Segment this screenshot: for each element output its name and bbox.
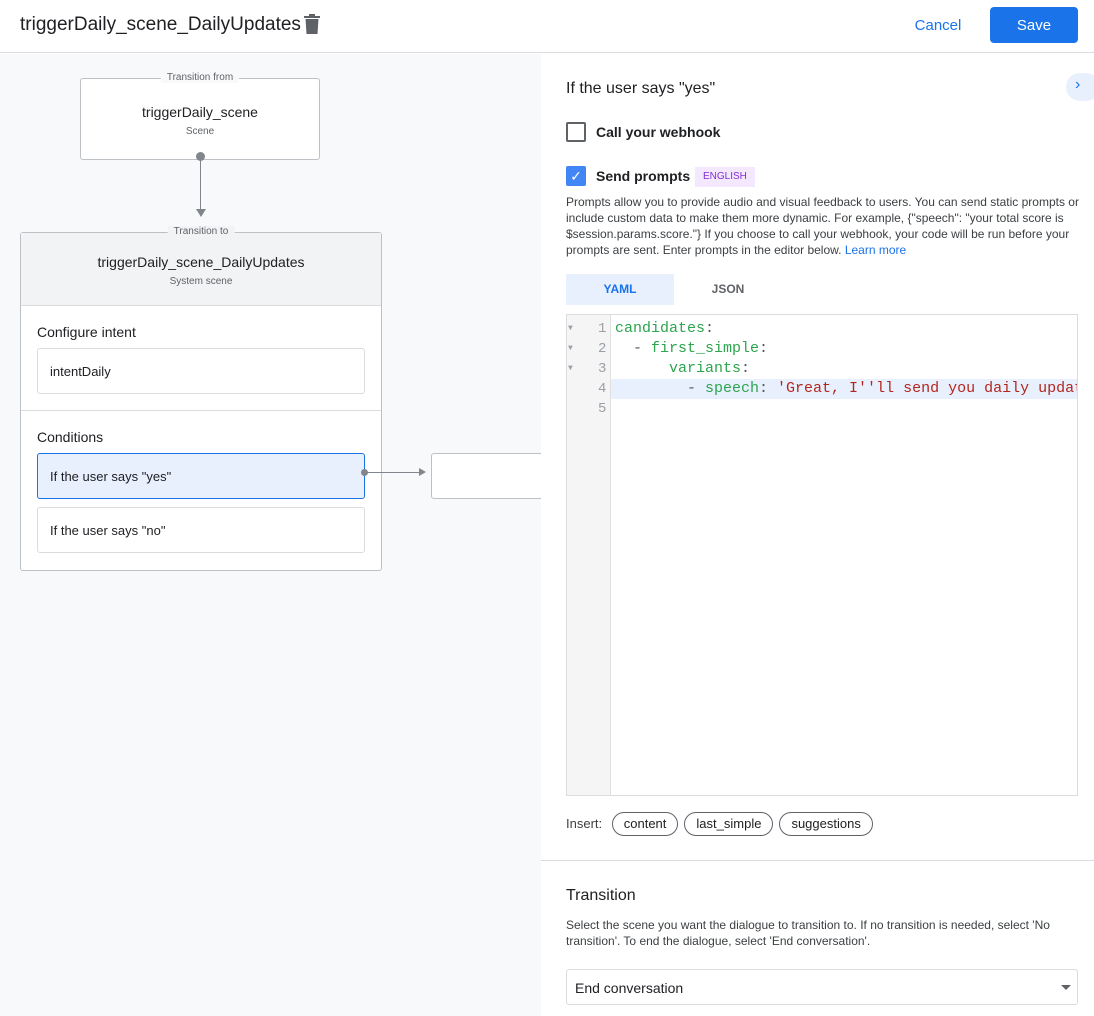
fold-icon[interactable]: ▼: [568, 324, 573, 333]
prompts-checkbox[interactable]: ✓: [566, 166, 586, 186]
transition-to-label: Transition to: [167, 226, 235, 237]
prompts-label: Send prompts: [596, 168, 691, 184]
line-gutter: [567, 315, 611, 795]
panel-heading: If the user says "yes": [566, 80, 716, 97]
dropdown-arrow-icon: [1061, 985, 1071, 990]
transition-from-node[interactable]: Transition from triggerDaily_scene Scene: [80, 72, 320, 160]
active-line-highlight: [611, 379, 1077, 399]
cancel-button[interactable]: Cancel: [904, 8, 972, 42]
language-badge: ENGLISH: [695, 167, 755, 187]
fold-icon[interactable]: ▼: [568, 364, 573, 373]
transition-heading: Transition: [566, 887, 636, 904]
insert-chip-content[interactable]: content: [611, 812, 679, 836]
arrow-head: [419, 468, 426, 476]
transition-from-label: Transition from: [160, 72, 240, 83]
from-scene-type: Scene: [185, 126, 215, 137]
webhook-label: Call your webhook: [596, 124, 721, 140]
code-line: candidates:: [615, 320, 715, 337]
prompts-description: Prompts allow you to provide audio and v…: [566, 195, 1079, 257]
page-title: triggerDaily_scene_DailyUpdates: [20, 14, 301, 35]
configure-intent-heading: Configure intent: [37, 324, 136, 340]
connector-dot: [361, 469, 368, 476]
learn-more-link[interactable]: Learn more: [844, 243, 907, 257]
line-number: 4: [598, 381, 607, 397]
line-number: 2: [598, 341, 607, 357]
tab-yaml[interactable]: YAML: [566, 274, 674, 305]
code-line: variants:: [669, 360, 751, 377]
detail-panel: › If the user says "yes" Call your webho…: [541, 54, 1094, 1016]
insert-chip-last-simple[interactable]: last_simple: [684, 812, 774, 836]
flow-canvas[interactable]: Transition from triggerDaily_scene Scene…: [0, 54, 541, 1016]
line-number: 1: [598, 321, 607, 337]
line-number: 5: [598, 401, 607, 417]
insert-chip-suggestions[interactable]: suggestions: [779, 812, 873, 836]
code-line: - speech: 'Great, I''ll send you daily u…: [615, 380, 1077, 397]
arrow-head: [196, 209, 206, 217]
tab-json[interactable]: JSON: [711, 282, 745, 296]
connector-line: [367, 472, 420, 473]
connector-dot: [196, 152, 205, 161]
code-editor[interactable]: ▼ ▼ ▼ 1 2 3 4 5 candidates: - first_simp…: [566, 314, 1078, 796]
to-scene-type: System scene: [169, 276, 233, 287]
transition-select[interactable]: End conversation: [566, 969, 1078, 1005]
transition-selected-value: End conversation: [575, 980, 684, 996]
transition-description: Select the scene you want the dialogue t…: [566, 918, 1050, 948]
header: triggerDaily_scene_DailyUpdates Cancel S…: [0, 0, 1094, 53]
target-node[interactable]: [431, 453, 541, 499]
transition-to-node[interactable]: Transition to triggerDaily_scene_DailyUp…: [20, 226, 382, 571]
collapse-panel-button[interactable]: ›: [1066, 73, 1094, 101]
trash-icon[interactable]: [304, 14, 320, 34]
to-scene-name: triggerDaily_scene_DailyUpdates: [97, 254, 305, 270]
condition-yes[interactable]: If the user says "yes": [37, 453, 365, 499]
save-button[interactable]: Save: [990, 7, 1078, 43]
divider: [541, 860, 1094, 861]
line-number: 3: [598, 361, 607, 377]
conditions-heading: Conditions: [37, 429, 104, 445]
connector-line: [200, 160, 201, 210]
insert-label: Insert:: [566, 816, 603, 831]
webhook-checkbox[interactable]: [566, 122, 586, 142]
fold-icon[interactable]: ▼: [568, 344, 573, 353]
code-line: - first_simple:: [615, 340, 769, 357]
condition-no[interactable]: If the user says "no": [37, 507, 365, 553]
from-scene-name: triggerDaily_scene: [142, 104, 258, 120]
intent-item[interactable]: intentDaily: [37, 348, 365, 394]
